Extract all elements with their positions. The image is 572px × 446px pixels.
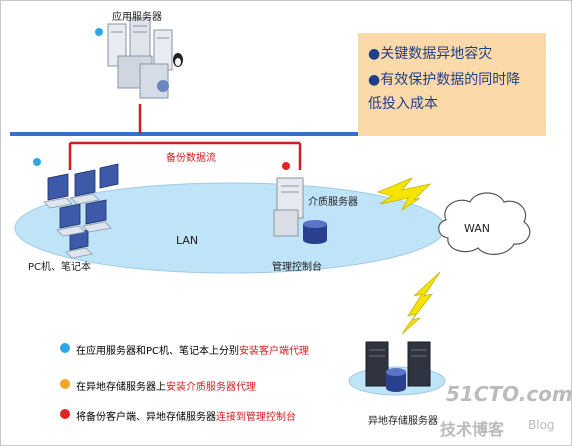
key-points-callout: ●关键数据异地容灾 ●有效保护数据的同时降 低投入成本: [358, 33, 546, 136]
legend-text: 将备份客户端、异地存储服务器连接到管理控制台: [76, 408, 296, 423]
legend-prefix: 在应用服务器和PC机、笔记本上分别: [76, 346, 240, 357]
callout-line-2: ●有效保护数据的同时降: [368, 69, 520, 89]
pc-laptop-icon: [47, 163, 119, 251]
media-server-icon: [273, 177, 327, 244]
backup-flow-label: 备份数据流: [166, 153, 216, 164]
app-server-blue-dot: [95, 28, 103, 36]
watermark-site: 51CTO.com: [446, 382, 572, 406]
media-server-label: 介质服务器: [308, 197, 358, 208]
app-server-icon: [107, 17, 183, 99]
watermark-blog: Blog: [528, 418, 555, 432]
legend-highlight: 安装客户端代理: [239, 346, 310, 357]
management-console-label: 管理控制台: [272, 262, 322, 273]
lan-label: LAN: [176, 234, 199, 247]
remote-storage-icon: [365, 341, 431, 392]
remote-storage-label: 异地存储服务器: [368, 416, 438, 427]
app-server-label: 应用服务器: [112, 12, 162, 23]
media-server-red-dot: [282, 162, 290, 170]
legend-prefix: 在异地存储服务器上: [76, 382, 166, 393]
legend-orange-dot: [60, 379, 70, 389]
callout-bullet-1: ●: [368, 46, 381, 62]
callout-text-3: 低投入成本: [368, 96, 438, 112]
legend-highlight: 连接到管理控制台: [216, 412, 296, 423]
pc-laptop-label: PC机、笔记本: [28, 262, 92, 273]
lightning-bolt-upper: [376, 177, 432, 212]
legend-text: 在异地存储服务器上安装介质服务器代理: [76, 378, 256, 393]
callout-bullet-2: ●: [368, 72, 381, 88]
watermark-sub: 技术博客: [440, 420, 505, 439]
pc-blue-dot: [33, 158, 41, 166]
legend-text: 在应用服务器和PC机、笔记本上分别安装客户端代理: [76, 342, 309, 357]
callout-line-1: ●关键数据异地容灾: [368, 43, 492, 63]
lightning-bolt-lower: [401, 271, 441, 335]
legend-highlight: 安装介质服务器代理: [166, 382, 256, 393]
network-backbone-bar: [10, 132, 362, 136]
backup-flow-lines: [68, 104, 302, 170]
callout-text-1: 关键数据异地容灾: [380, 46, 493, 62]
callout-line-3: 低投入成本: [368, 93, 438, 113]
legend-prefix: 将备份客户端、异地存储服务器: [76, 412, 216, 423]
legend-blue-dot: [60, 343, 70, 353]
pc-keyboards: [43, 193, 112, 259]
legend-red-dot: [60, 409, 70, 419]
wan-cloud: [438, 192, 531, 255]
callout-text-2: 有效保护数据的同时降: [380, 72, 521, 88]
wan-label: WAN: [464, 222, 491, 235]
